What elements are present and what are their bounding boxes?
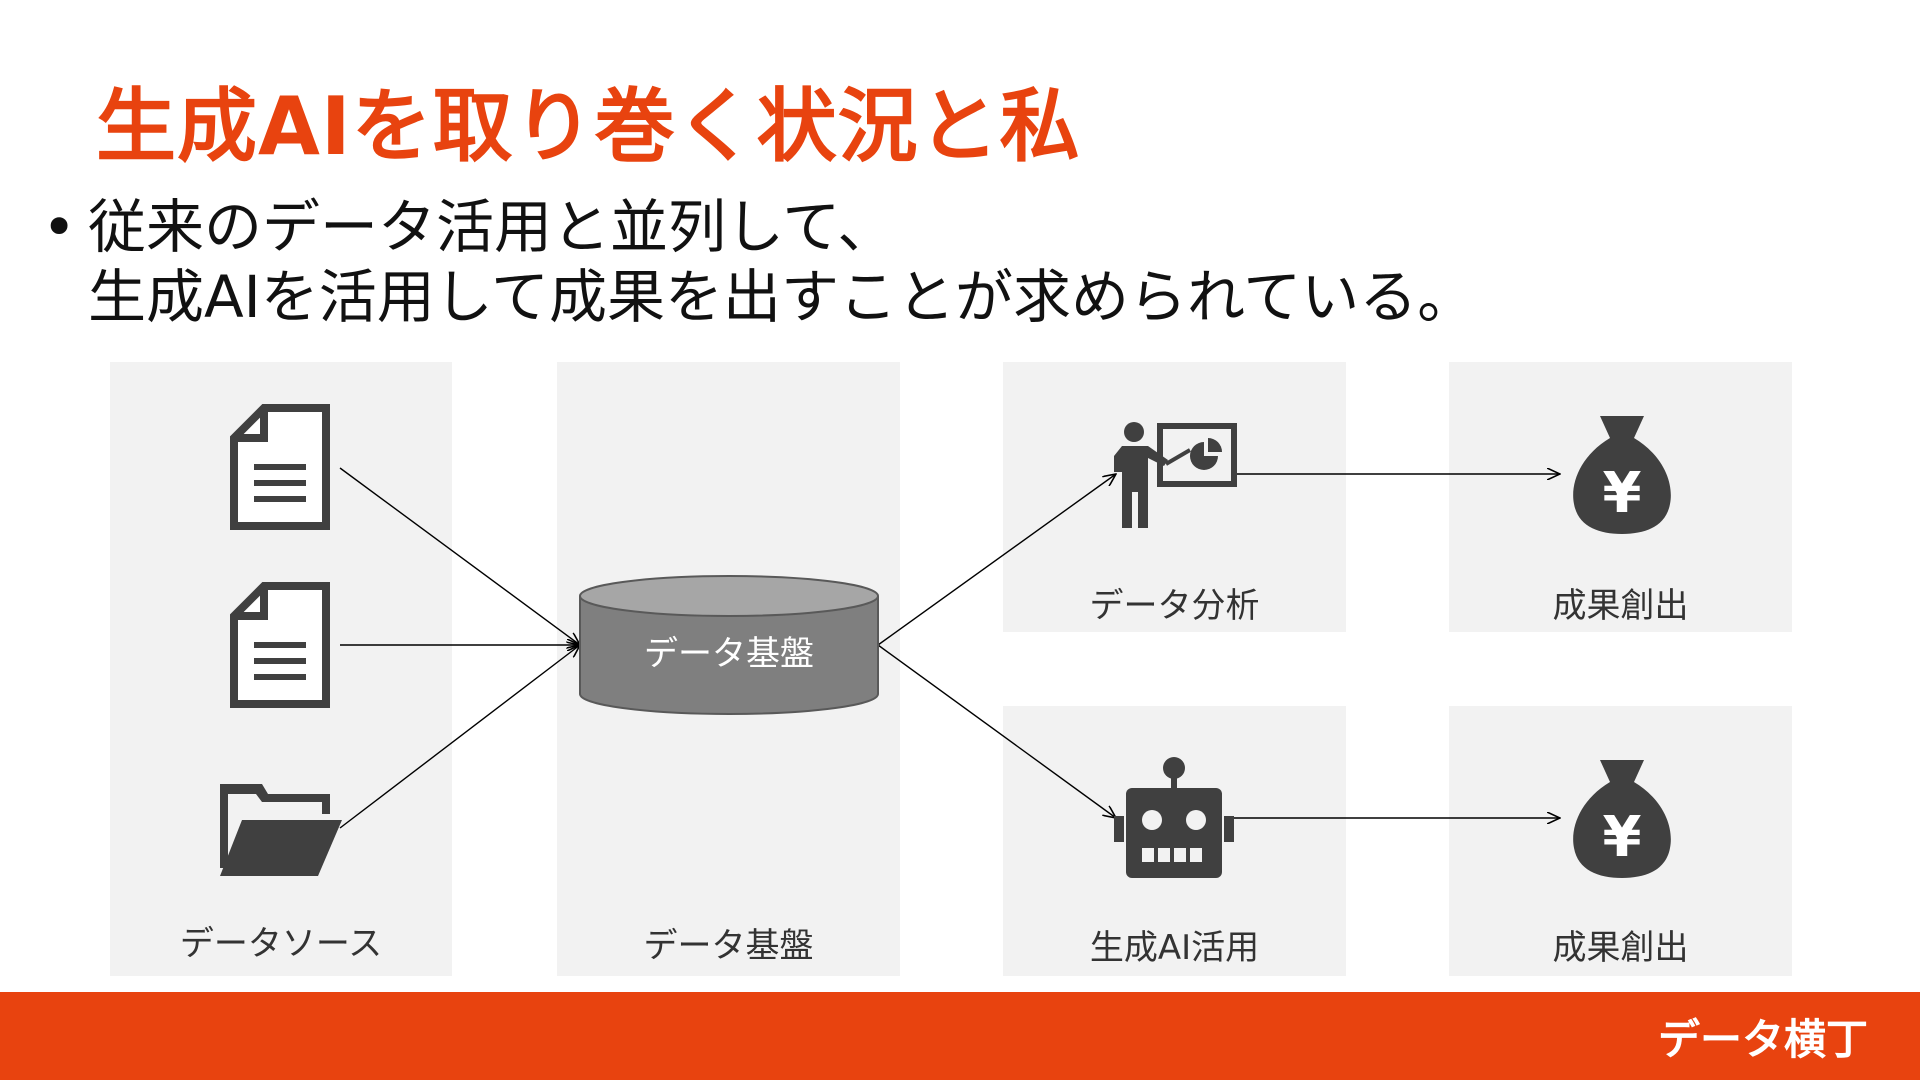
result-label-bottom: 成果創出 bbox=[1552, 928, 1689, 968]
document-icon bbox=[230, 582, 330, 708]
database-label: データ基盤 bbox=[644, 634, 814, 674]
footer-bar: データ横丁 bbox=[0, 992, 1920, 1080]
money-bag-yen-icon: ¥ bbox=[1573, 416, 1671, 534]
data-analysis-panel bbox=[1003, 362, 1346, 632]
arrow-db-to-genai bbox=[877, 644, 1116, 818]
bullet-line-1: 従来のデータ活用と並列して、 bbox=[88, 193, 896, 261]
presenter-chart-icon bbox=[1114, 422, 1237, 528]
result-label-top: 成果創出 bbox=[1552, 586, 1689, 626]
data-source-label: データソース bbox=[179, 924, 383, 964]
yen-glyph: ¥ bbox=[1603, 461, 1642, 526]
folder-icon bbox=[220, 784, 342, 876]
arrow-doc1-to-db bbox=[339, 467, 580, 645]
bullet-line-2: 生成AIを活用して成果を出すことが求められている。 bbox=[88, 263, 1476, 331]
data-platform-label: データ基盤 bbox=[643, 926, 814, 966]
robot-icon bbox=[1114, 757, 1234, 878]
genai-label: 生成AI活用 bbox=[1089, 928, 1260, 968]
money-bag-yen-icon: ¥ bbox=[1573, 760, 1671, 878]
document-icon bbox=[230, 404, 330, 530]
data-analysis-label: データ分析 bbox=[1089, 586, 1260, 626]
arrow-folder-to-db bbox=[339, 645, 580, 829]
yen-glyph: ¥ bbox=[1603, 805, 1642, 870]
bullet-mark: • bbox=[42, 193, 77, 261]
slide-title: 生成AIを取り巻く状況と私 bbox=[96, 80, 1081, 173]
arrow-db-to-analysis bbox=[877, 474, 1116, 646]
database-icon bbox=[579, 575, 879, 715]
footer-logo: データ横丁 bbox=[1657, 1015, 1868, 1064]
